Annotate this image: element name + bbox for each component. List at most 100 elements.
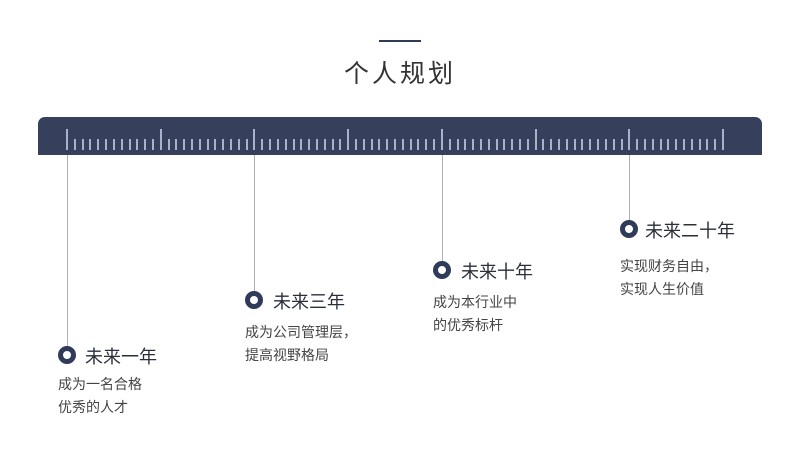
ruler-minor-tick bbox=[89, 139, 92, 150]
ruler-minor-tick bbox=[464, 139, 467, 150]
title-accent-bar bbox=[379, 40, 421, 42]
ruler-minor-tick bbox=[675, 139, 678, 150]
milestone-desc-3: 成为本行业中 的优秀标杆 bbox=[433, 292, 517, 338]
milestone-marker-icon bbox=[620, 220, 638, 238]
ruler-minor-tick bbox=[339, 139, 342, 150]
ruler-minor-tick bbox=[261, 139, 264, 150]
ruler-minor-tick bbox=[581, 139, 584, 150]
ruler-minor-tick bbox=[448, 139, 451, 150]
milestone-desc-2: 成为公司管理层， 提高视野格局 bbox=[245, 322, 357, 368]
ruler-minor-tick bbox=[378, 139, 381, 150]
connector-line-3 bbox=[442, 155, 443, 262]
ruler-minor-tick bbox=[183, 139, 186, 150]
ruler-minor-tick bbox=[479, 139, 482, 150]
ruler-minor-tick bbox=[198, 139, 201, 150]
ruler-minor-tick bbox=[667, 139, 670, 150]
ruler-major-tick bbox=[534, 129, 537, 150]
desc-line: 实现财务自由， bbox=[620, 259, 718, 275]
timeline-ruler bbox=[38, 117, 762, 155]
milestone-marker-icon bbox=[245, 291, 263, 309]
ruler-minor-tick bbox=[487, 139, 490, 150]
ruler-minor-tick bbox=[151, 139, 154, 150]
ruler-minor-tick bbox=[269, 139, 271, 150]
ruler-minor-tick bbox=[144, 139, 147, 150]
ruler-minor-tick bbox=[425, 139, 428, 150]
page-title: 个人规划 bbox=[343, 59, 456, 88]
ruler-minor-tick bbox=[355, 139, 357, 150]
ruler-minor-tick bbox=[597, 139, 599, 150]
ruler-major-tick bbox=[440, 129, 443, 150]
desc-line: 的优秀标杆 bbox=[433, 318, 503, 334]
milestone-marker-icon bbox=[433, 261, 451, 279]
ruler-minor-tick bbox=[683, 139, 685, 150]
ruler-minor-tick bbox=[550, 139, 553, 150]
ruler-minor-tick bbox=[386, 139, 389, 150]
ruler-minor-tick bbox=[237, 139, 240, 150]
ruler-minor-tick bbox=[401, 139, 404, 150]
ruler-minor-tick bbox=[417, 139, 420, 150]
connector-line-4 bbox=[629, 155, 630, 221]
ruler-minor-tick bbox=[495, 139, 498, 150]
ruler-minor-tick bbox=[97, 139, 100, 150]
ruler-minor-tick bbox=[276, 139, 279, 150]
ruler-minor-tick bbox=[589, 139, 592, 150]
desc-line: 成为一名合格 bbox=[58, 377, 142, 393]
ruler-minor-tick bbox=[643, 139, 646, 150]
ruler-minor-tick bbox=[659, 139, 662, 150]
ruler-minor-tick bbox=[573, 139, 576, 150]
ruler-minor-tick bbox=[511, 139, 514, 150]
ruler-minor-tick bbox=[604, 139, 607, 150]
ruler-minor-tick bbox=[542, 139, 545, 150]
ruler-minor-tick bbox=[112, 139, 115, 150]
ruler-minor-tick bbox=[230, 139, 232, 150]
ruler-minor-tick bbox=[222, 139, 225, 150]
desc-line: 成为本行业中 bbox=[433, 295, 517, 311]
milestone-marker-icon bbox=[58, 346, 76, 364]
ruler-minor-tick bbox=[323, 139, 326, 150]
ruler-minor-tick bbox=[206, 139, 209, 150]
ruler-minor-tick bbox=[394, 139, 396, 150]
ruler-minor-tick bbox=[503, 139, 506, 150]
ruler-minor-tick bbox=[136, 139, 139, 150]
ruler-major-tick bbox=[66, 129, 68, 150]
ruler-minor-tick bbox=[191, 139, 193, 150]
ruler-minor-tick bbox=[175, 139, 178, 150]
connector-line-1 bbox=[67, 155, 68, 347]
ruler-minor-tick bbox=[472, 139, 475, 150]
ruler-minor-tick bbox=[167, 139, 170, 150]
ruler-minor-tick bbox=[128, 139, 131, 150]
ruler-minor-tick bbox=[526, 139, 529, 150]
ruler-minor-tick bbox=[558, 139, 560, 150]
ruler-minor-tick bbox=[636, 139, 639, 150]
ruler-minor-tick bbox=[308, 139, 311, 150]
ruler-minor-tick bbox=[690, 139, 693, 150]
ruler-minor-tick bbox=[706, 139, 709, 150]
ruler-minor-tick bbox=[315, 139, 318, 150]
ruler-minor-tick bbox=[362, 139, 365, 150]
desc-line: 实现人生价值 bbox=[620, 282, 704, 298]
connector-line-2 bbox=[254, 155, 255, 292]
ruler-minor-tick bbox=[370, 139, 373, 150]
ruler-minor-tick bbox=[214, 139, 217, 150]
ruler-minor-tick bbox=[433, 139, 435, 150]
ruler-major-tick bbox=[159, 129, 162, 150]
ruler-minor-tick bbox=[409, 139, 412, 150]
ruler-minor-tick bbox=[698, 139, 701, 150]
ruler-minor-tick bbox=[120, 139, 123, 150]
ruler-minor-tick bbox=[245, 139, 248, 150]
ruler-minor-tick bbox=[81, 139, 84, 150]
ruler-minor-tick bbox=[300, 139, 303, 150]
desc-line: 提高视野格局 bbox=[245, 348, 329, 364]
ruler-minor-tick bbox=[620, 139, 623, 150]
ruler-major-tick bbox=[722, 129, 724, 150]
ruler-minor-tick bbox=[565, 139, 568, 150]
ruler-major-tick bbox=[628, 129, 631, 150]
ruler-minor-tick bbox=[292, 139, 295, 150]
milestone-label-3: 未来十年 bbox=[461, 262, 533, 283]
desc-line: 优秀的人才 bbox=[58, 400, 128, 416]
milestone-label-1: 未来一年 bbox=[85, 347, 157, 368]
desc-line: 成为公司管理层， bbox=[245, 325, 357, 341]
ruler-major-tick bbox=[347, 129, 350, 150]
ruler-minor-tick bbox=[612, 139, 615, 150]
milestone-desc-1: 成为一名合格 优秀的人才 bbox=[58, 374, 142, 420]
